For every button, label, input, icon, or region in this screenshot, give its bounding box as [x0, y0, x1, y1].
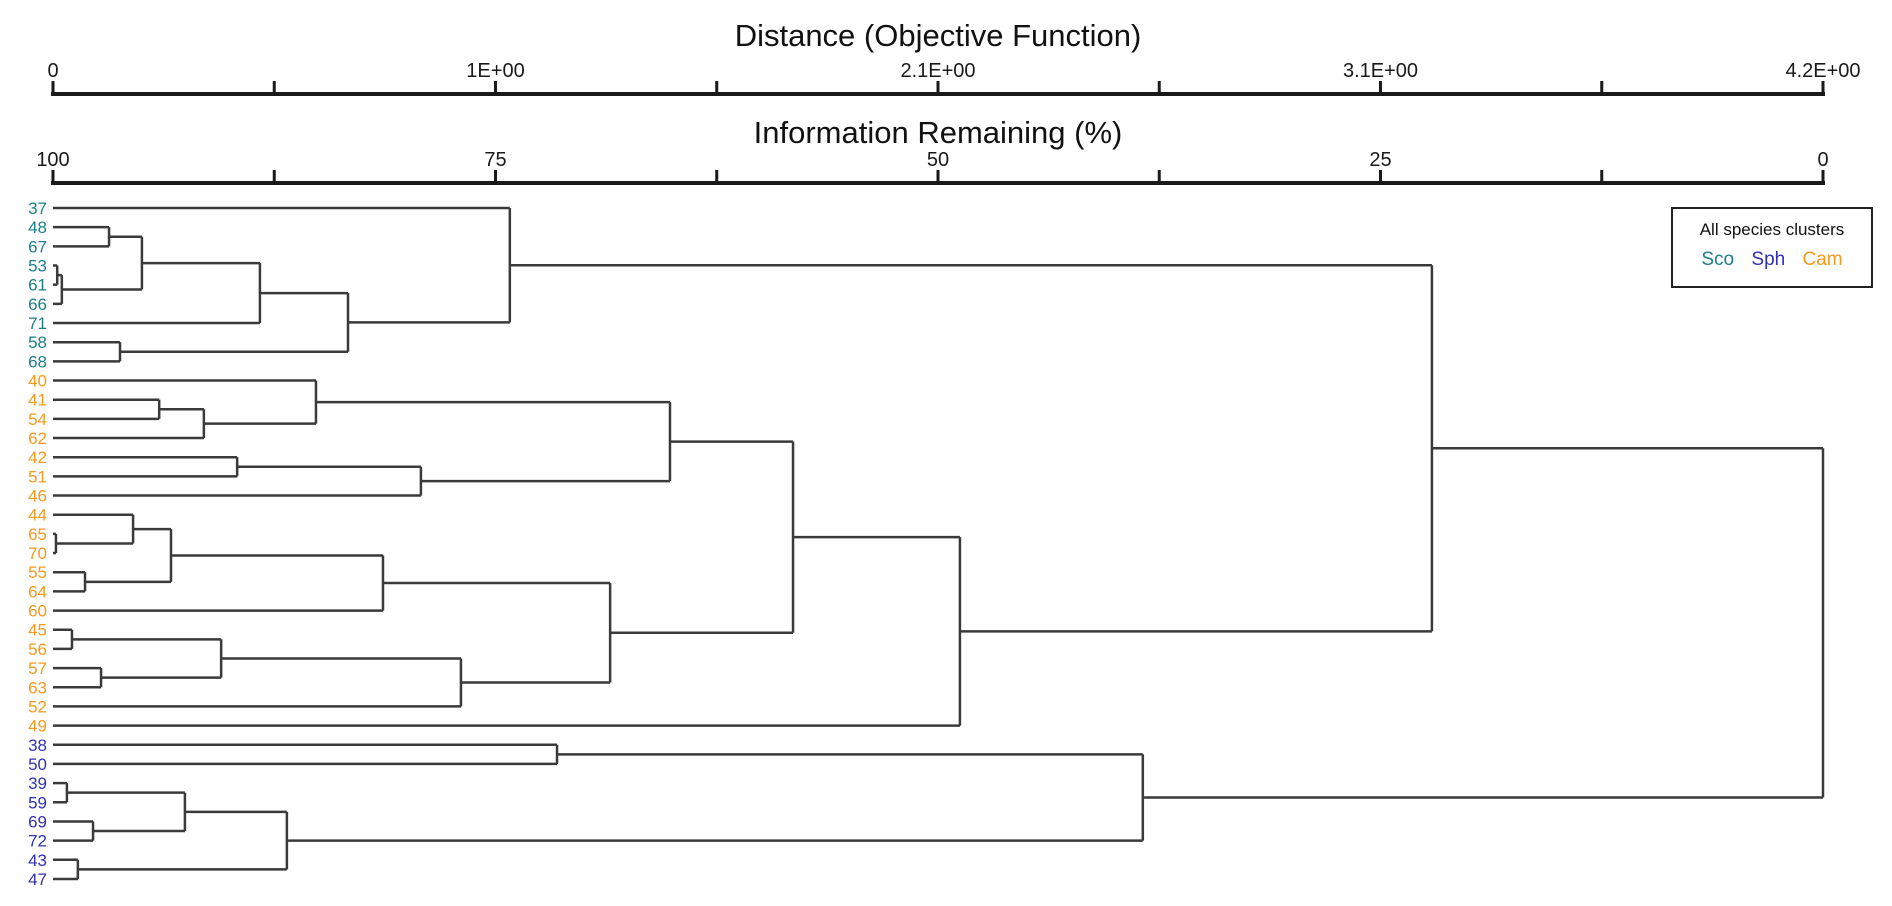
legend-entry-sco: Sco — [1701, 249, 1735, 270]
distance-axis-title: Distance (Objective Function) — [734, 18, 1142, 53]
legend: All species clusters Sco Sph Cam — [1671, 207, 1873, 288]
distance-axis-tick-label: 0 — [47, 60, 58, 82]
information-axis-tick-label: 100 — [36, 149, 69, 171]
distance-axis-tick-label: 4.2E+00 — [1785, 60, 1860, 82]
legend-entry-cam: Cam — [1802, 249, 1843, 270]
information-remaining-axis-title: Information Remaining (%) — [753, 115, 1123, 150]
distance-axis-tick-label: 3.1E+00 — [1343, 60, 1418, 82]
leaf-label: 67 — [28, 237, 47, 256]
leaf-label: 38 — [28, 736, 47, 755]
distance-axis-tick-label: 2.1E+00 — [900, 60, 975, 82]
information-axis-tick-label: 50 — [927, 149, 949, 171]
leaf-label: 68 — [28, 352, 47, 371]
leaf-label: 61 — [28, 276, 47, 295]
leaf-label: 63 — [28, 678, 47, 697]
leaf-label: 39 — [28, 774, 47, 793]
leaf-label: 57 — [28, 659, 47, 678]
leaf-label: 48 — [28, 218, 47, 237]
leaf-label: 51 — [28, 467, 47, 486]
leaf-label: 42 — [28, 448, 47, 467]
information-axis-tick-label: 75 — [484, 149, 506, 171]
leaf-label: 46 — [28, 487, 47, 506]
leaf-label: 72 — [28, 832, 47, 851]
leaf-label: 40 — [28, 372, 47, 391]
leaf-label: 53 — [28, 257, 47, 276]
leaf-label: 62 — [28, 429, 47, 448]
legend-entries: Sco Sph Cam — [1673, 249, 1871, 271]
leaf-label: 56 — [28, 640, 47, 659]
leaf-label: 44 — [28, 506, 47, 525]
leaf-label: 52 — [28, 697, 47, 716]
leaf-label: 41 — [28, 391, 47, 410]
leaf-label: 69 — [28, 812, 47, 831]
leaf-label: 37 — [28, 199, 47, 218]
leaf-label: 65 — [28, 525, 47, 544]
legend-entry-sph: Sph — [1751, 249, 1786, 270]
leaf-label: 49 — [28, 717, 47, 736]
leaf-label: 59 — [28, 793, 47, 812]
leaf-label: 47 — [28, 870, 47, 889]
leaf-label: 64 — [28, 582, 47, 601]
leaf-label: 55 — [28, 563, 47, 582]
leaf-label: 60 — [28, 602, 47, 621]
leaf-label: 71 — [28, 314, 47, 333]
distance-axis-tick-label: 1E+00 — [466, 60, 524, 82]
leaf-label: 45 — [28, 621, 47, 640]
information-axis-tick-label: 0 — [1817, 149, 1828, 171]
leaf-label: 54 — [28, 410, 47, 429]
legend-title: All species clusters — [1699, 220, 1845, 239]
information-axis-tick-label: 25 — [1369, 149, 1391, 171]
leaf-label: 66 — [28, 295, 47, 314]
leaf-label: 43 — [28, 851, 47, 870]
leaf-label: 50 — [28, 755, 47, 774]
leaf-label: 70 — [28, 544, 47, 563]
leaf-label: 58 — [28, 333, 47, 352]
